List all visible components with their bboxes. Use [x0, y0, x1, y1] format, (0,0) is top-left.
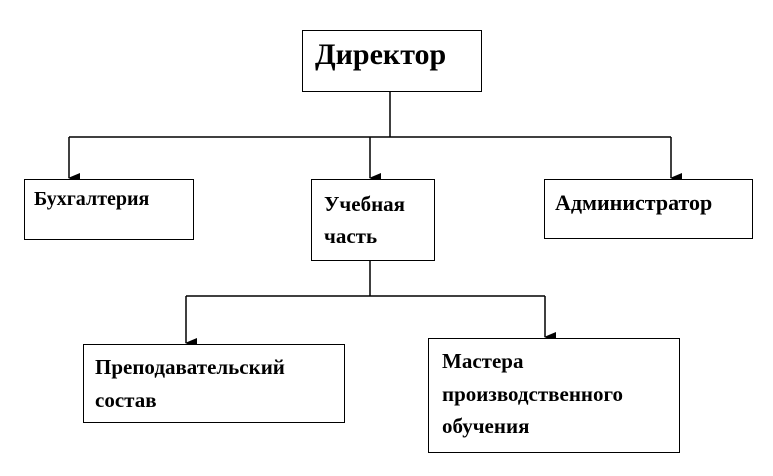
node-accounting-label: Бухгалтерия — [34, 188, 150, 210]
node-director: Директор — [302, 30, 482, 92]
node-teaching-staff-label: Преподавательский состав — [95, 355, 285, 412]
node-masters-label: Мастера производственного обучения — [442, 349, 624, 439]
node-director-label: Директор — [315, 38, 447, 71]
node-masters: Мастера производственного обучения — [428, 338, 680, 453]
node-administrator-label: Администратор — [555, 190, 713, 215]
node-study-part: Учебная часть — [311, 179, 435, 261]
node-administrator: Администратор — [544, 179, 753, 239]
node-study-part-label: Учебная часть — [324, 192, 406, 248]
node-accounting: Бухгалтерия — [24, 179, 194, 240]
node-teaching-staff: Преподавательский состав — [83, 344, 345, 423]
